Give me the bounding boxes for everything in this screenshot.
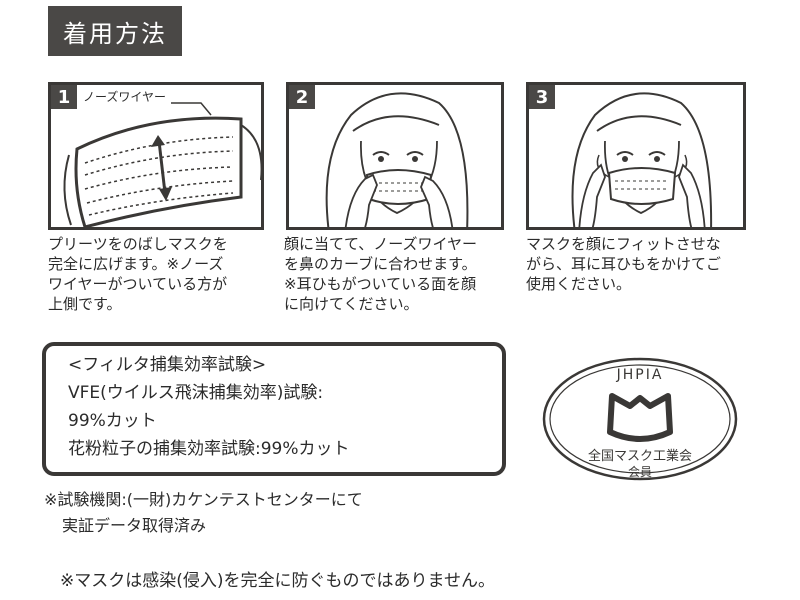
woman-ear-loops-illustration xyxy=(571,92,713,227)
test-institution-note-2: 実証データ取得済み xyxy=(62,516,207,535)
pollen-test-line: 花粉粒子の捕集効率試験:99%カット xyxy=(68,439,350,459)
step-2-number: 2 xyxy=(289,85,315,109)
mask-illustration xyxy=(63,102,261,227)
step-3-panel: 3 xyxy=(526,82,746,230)
step-3-number: 3 xyxy=(529,85,555,109)
jhpia-emblem: JHPIA 全国マスク工業会 会員 xyxy=(542,357,738,481)
filter-heading: <フィルタ捕集効率試験> xyxy=(68,355,267,375)
step-1-panel: 1 ノーズワイヤー xyxy=(48,82,264,230)
emblem-bottom-text: 会員 xyxy=(628,465,652,479)
emblem-middle-text: 全国マスク工業会 xyxy=(588,448,692,464)
nose-wire-label: ノーズワイヤー xyxy=(83,90,167,104)
step-1-description: プリーツをのばしマスクを 完全に広げます。※ノーズ ワイヤーがついている方が 上… xyxy=(48,235,228,313)
woman-fitting-mask-illustration xyxy=(325,92,469,227)
step-3-description: マスクを顔にフィットさせな がら、耳に耳ひもをかけてご 使用ください。 xyxy=(526,235,722,293)
filter-efficiency-box: <フィルタ捕集効率試験> VFE(ウイルス飛沫捕集効率)試験: 99%カット 花… xyxy=(42,342,506,476)
test-institution-note: ※試験機関:(一財)カケンテストセンターにて xyxy=(44,490,363,509)
disclaimer-note: ※マスクは感染(侵入)を完全に防ぐものではありません。 xyxy=(60,571,495,591)
step-2-description: 顔に当てて、ノーズワイヤー を鼻のカーブに合わせます。 ※耳ひもがついている面を… xyxy=(284,235,478,313)
page-title: 着用方法 xyxy=(48,6,182,56)
emblem-top-text: JHPIA xyxy=(616,367,664,383)
vfe-test-line: VFE(ウイルス飛沫捕集効率)試験: xyxy=(68,383,324,403)
step-1-number: 1 xyxy=(51,85,77,109)
vfe-result-line: 99%カット xyxy=(68,411,157,431)
step-2-panel: 2 xyxy=(286,82,504,230)
mask-logo-icon xyxy=(607,393,673,442)
